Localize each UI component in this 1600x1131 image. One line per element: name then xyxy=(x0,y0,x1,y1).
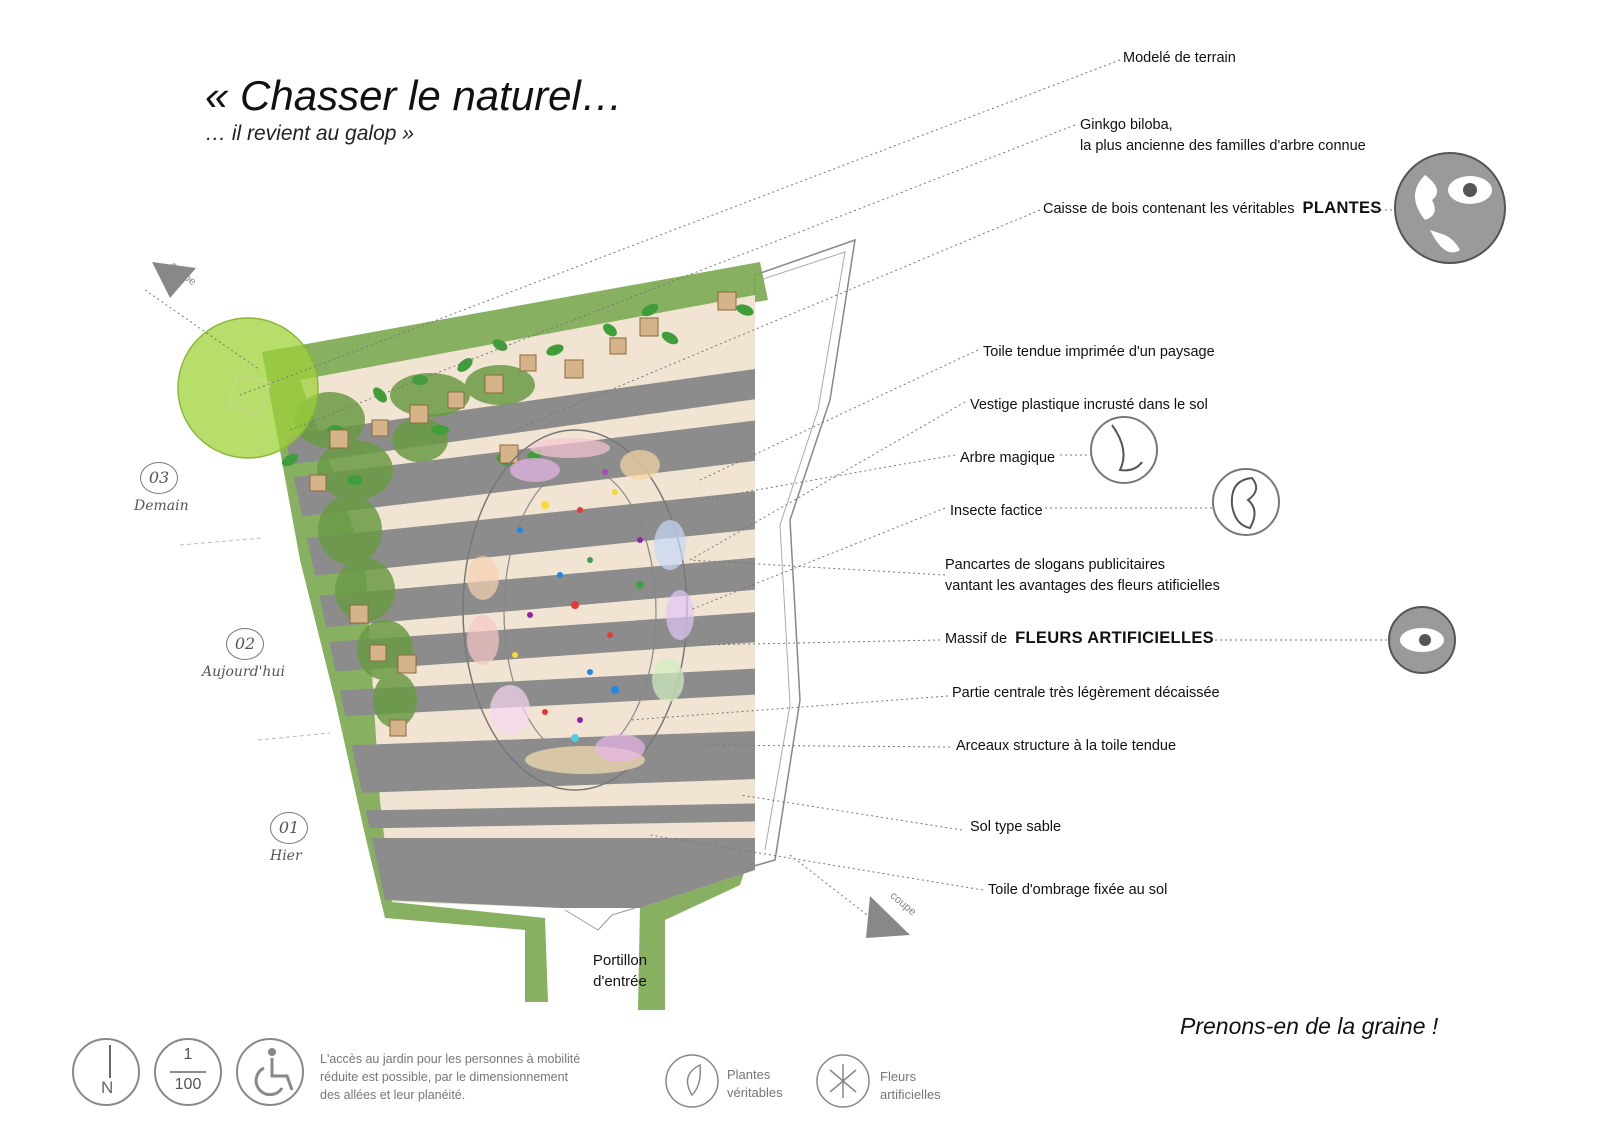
ear-icon xyxy=(1212,468,1280,536)
north-icon xyxy=(72,1038,140,1106)
label-central-part: Partie centrale très légèrement décaissé… xyxy=(952,685,1220,701)
label-wood-box: Caisse de bois contenant les véritables … xyxy=(1043,198,1382,220)
accessibility-text: L'accès au jardin pour les personnes à m… xyxy=(320,1050,580,1104)
label-plastic-remnant: Vestige plastique incrusté dans le sol xyxy=(970,397,1208,413)
label-artificial-flowers-text: Massif de xyxy=(945,631,1008,647)
legend-artificial-flowers-line2: artificielles xyxy=(880,1087,941,1102)
page-subtitle: … il revient au galop » xyxy=(205,122,414,145)
timeline-number-1: 01 xyxy=(270,812,308,844)
artificial-flowers-dots xyxy=(512,469,644,742)
eye-icon xyxy=(1388,606,1456,674)
wheelchair-icon xyxy=(236,1038,304,1106)
section-arrow-top xyxy=(152,262,196,298)
label-signs-desc: vantant les avantages des fleurs atifici… xyxy=(945,578,1220,594)
legend-real-plants: Plantes véritables xyxy=(727,1066,783,1102)
accessibility-line3: des allées et leur planéité. xyxy=(320,1088,466,1102)
label-fake-insect: Insecte factice xyxy=(950,503,1043,519)
label-sand-floor: Sol type sable xyxy=(970,819,1062,835)
page-title: « Chasser le naturel… xyxy=(205,72,623,119)
label-shade-canvas: Toile d'ombrage fixée au sol xyxy=(988,882,1168,898)
artificial-flowers-ring xyxy=(467,438,694,774)
entrance-label-line1: Portillon xyxy=(592,952,648,969)
wooden-plant-boxes xyxy=(309,291,737,737)
leader-lines xyxy=(144,59,1400,926)
entrance-label-line2: d'entrée xyxy=(593,973,647,990)
scale-icon xyxy=(154,1038,222,1106)
label-artificial-flowers: Massif de FLEURS ARTIFICIELLES xyxy=(945,628,1214,650)
entrance-label: Portillon d'entrée xyxy=(580,950,660,992)
label-terrain-modeling: Modelé de terrain xyxy=(1123,50,1236,66)
north-label: N xyxy=(101,1078,114,1097)
label-magic-tree: Arbre magique xyxy=(960,450,1056,466)
label-ginkgo-desc: la plus ancienne des familles d'arbre co… xyxy=(1080,138,1366,154)
accessibility-line2: réduite est possible, par le dimensionne… xyxy=(320,1070,569,1084)
label-arches: Arceaux structure à la toile tendue xyxy=(956,738,1177,754)
section-arrow-bottom xyxy=(866,896,910,938)
timeline-number-2: 02 xyxy=(226,628,264,660)
legend-real-plants-line2: véritables xyxy=(727,1085,783,1100)
entrance-gate xyxy=(564,907,636,931)
accessibility-line1: L'accès au jardin pour les personnes à m… xyxy=(320,1052,581,1066)
timeline-number-3: 03 xyxy=(140,462,178,494)
label-artificial-flowers-bold: FLEURS ARTIFICIELLES xyxy=(1015,629,1214,647)
nose-icon xyxy=(1090,416,1158,484)
scale-bottom: 100 xyxy=(174,1076,202,1093)
label-signs-title: Pancartes de slogans publicitaires xyxy=(945,557,1166,573)
label-ginkgo-title: Ginkgo biloba, xyxy=(1080,117,1173,133)
timeline-caption-2: Aujourd'hui xyxy=(202,664,285,680)
label-wood-box-bold: PLANTES xyxy=(1302,199,1382,217)
legend-artificial-flowers-line1: Fleurs xyxy=(880,1069,917,1084)
timeline-caption-3: Demain xyxy=(134,498,189,514)
label-printed-canvas: Toile tendue imprimée d'un paysage xyxy=(983,344,1215,360)
scale-top: 1 xyxy=(183,1046,193,1063)
ear-eye-nose-icon xyxy=(1394,152,1506,264)
ginkgo-tree xyxy=(178,318,318,458)
label-wood-box-text: Caisse de bois contenant les véritables xyxy=(1043,201,1295,217)
slogan: Prenons-en de la graine ! xyxy=(1180,1013,1439,1039)
plot-outline xyxy=(739,238,856,872)
legend-real-plants-line1: Plantes xyxy=(727,1067,771,1082)
real-plant-legend-icon xyxy=(665,1054,719,1108)
artificial-flower-legend-icon xyxy=(816,1054,870,1108)
legend-artificial-flowers: Fleurs artificielles xyxy=(880,1068,941,1104)
timeline-caption-1: Hier xyxy=(270,848,302,864)
